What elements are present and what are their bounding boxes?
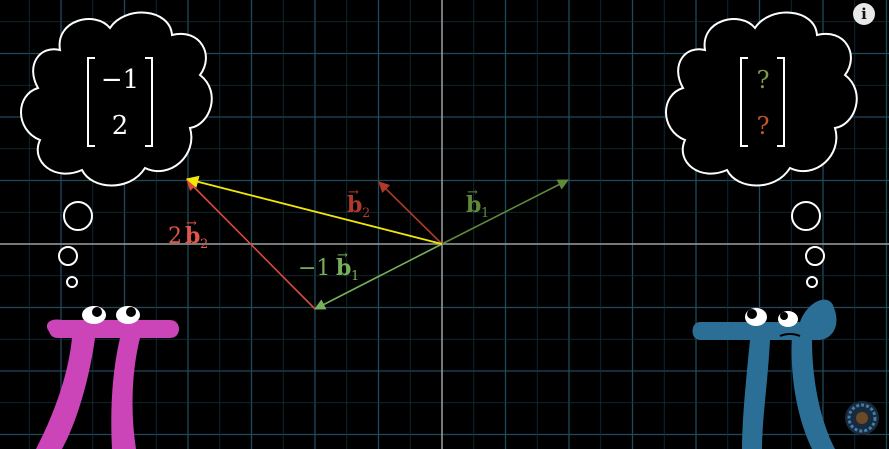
label-2b2: 2 b 2 → xyxy=(168,216,208,252)
left-pi-pupil-right xyxy=(126,307,136,317)
vector-2b2 xyxy=(186,179,316,310)
left-pi-creature xyxy=(36,306,179,449)
label-b2-sub: 2 xyxy=(362,206,370,221)
label-b2-letter: b xyxy=(347,192,362,218)
left-thought-bubble: −1 2 xyxy=(20,11,213,288)
left-matrix-bottom: 2 xyxy=(112,111,129,141)
label-b2-arrow-glyph: → xyxy=(348,185,359,200)
right-cloud-shape xyxy=(665,11,858,187)
vector-result xyxy=(185,175,443,245)
right-pi-creature xyxy=(692,299,837,449)
right-thought-bubble: ? ? xyxy=(665,11,858,288)
left-pi-eyes xyxy=(82,306,140,324)
left-thought-dot-large xyxy=(63,201,93,231)
right-matrix-top: ? xyxy=(757,66,770,94)
right-matrix-bracket-right xyxy=(777,57,785,147)
label-2b2-arrow-glyph: → xyxy=(186,216,197,231)
label-neg-b1-coeff: −1 xyxy=(298,256,330,281)
label-neg-b1-sub: 1 xyxy=(351,269,359,284)
info-icon: i xyxy=(861,5,867,23)
label-b2: b 2 → xyxy=(347,185,370,221)
label-neg-b1-arrow-glyph: → xyxy=(337,248,348,263)
right-thought-dot-small xyxy=(806,276,818,288)
left-cloud-shape xyxy=(20,11,213,187)
info-button[interactable]: i xyxy=(853,3,875,25)
left-thought-dot-medium xyxy=(58,246,78,266)
left-pi-body xyxy=(36,319,179,449)
label-b1: b 1 → xyxy=(466,185,489,221)
right-pi-eyes xyxy=(745,308,798,327)
channel-logo xyxy=(845,401,879,435)
left-pi-pupil-left xyxy=(92,307,102,317)
right-pi-pupil-left xyxy=(747,309,757,319)
label-neg-b1-letter: b xyxy=(336,255,351,281)
label-2b2-sub: 2 xyxy=(200,237,208,252)
left-matrix-top: −1 xyxy=(101,65,139,95)
right-pi-body xyxy=(692,299,837,449)
label-neg-b1: −1 b 1 → xyxy=(298,248,359,284)
right-thought-dot-large xyxy=(791,201,821,231)
vector-neg-b1 xyxy=(314,243,443,310)
label-b1-arrow-glyph: → xyxy=(467,185,478,200)
left-matrix-bracket-left xyxy=(87,57,95,147)
vector-b2 xyxy=(378,181,443,245)
right-pi-mouth xyxy=(779,333,801,337)
right-matrix-bottom: ? xyxy=(757,112,770,140)
right-pi-pupil-right xyxy=(780,312,788,320)
left-matrix-bracket-right xyxy=(145,57,153,147)
label-b1-sub: 1 xyxy=(481,206,489,221)
label-2b2-letter: b xyxy=(185,223,200,249)
right-thought-dot-medium xyxy=(805,246,825,266)
right-matrix-bracket-left xyxy=(740,57,748,147)
label-b1-letter: b xyxy=(466,192,481,218)
vector-b1 xyxy=(441,179,569,245)
left-thought-dot-small xyxy=(66,276,78,288)
label-2b2-coeff: 2 xyxy=(168,224,182,249)
